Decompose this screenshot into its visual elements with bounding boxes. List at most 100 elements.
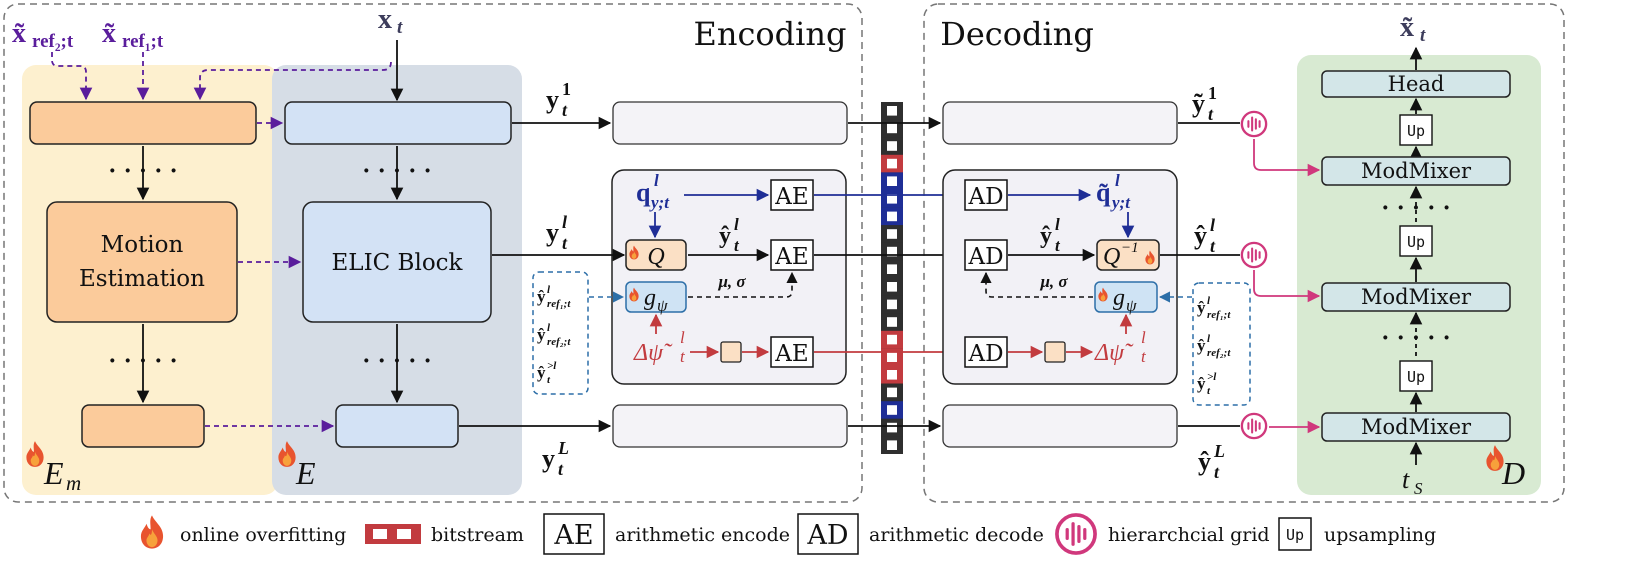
head-box	[1321, 70, 1511, 98]
ae-mid-box	[770, 239, 814, 271]
svg-text:l: l	[680, 328, 685, 347]
ae-bottom-label: AE	[774, 341, 808, 367]
entropy-encoder-block	[611, 169, 847, 385]
legend-hierarchical-grid: hierarchcial grid	[1108, 524, 1270, 546]
up-box-1	[1399, 114, 1433, 146]
x-ref2-label: x̃ ref₂;t	[12, 18, 74, 52]
bitstream-cell-hole	[887, 334, 897, 345]
svg-text:y: y	[542, 444, 555, 473]
decoding-title: Decoding	[940, 15, 1094, 53]
svg-text:t: t	[1208, 104, 1214, 124]
up-box-2	[1399, 225, 1433, 257]
up-label-3: Up	[1407, 368, 1425, 386]
legend-ad-label: AD	[806, 520, 848, 551]
y-hat-L-out-label: ŷ t L	[1198, 441, 1225, 482]
svg-text:x̃: x̃	[102, 18, 116, 49]
g-psi-enc-label: g ψ	[644, 285, 668, 315]
ad-top-label: AD	[967, 184, 1003, 210]
bitstream-cell-hole	[887, 264, 897, 274]
hierarchical-grid-icon	[1240, 412, 1268, 440]
svg-text:t: t	[562, 233, 568, 253]
decoder-dots-upper: · · · · ·	[1382, 195, 1451, 221]
svg-text:g: g	[1113, 285, 1125, 311]
legend-upsampling: upsampling	[1324, 524, 1436, 546]
bitstream-cell-hole	[887, 387, 897, 398]
svg-text:ŷ: ŷ	[1197, 374, 1206, 393]
svg-text:t: t	[1207, 385, 1211, 397]
svg-text:ref₂;t: ref₂;t	[1207, 347, 1231, 359]
svg-text:y: y	[546, 218, 559, 247]
d-label: D	[1501, 455, 1525, 491]
encoding-title: Encoding	[694, 15, 847, 53]
bitstream-cell-hole	[887, 352, 897, 362]
svg-text:t: t	[1141, 347, 1147, 366]
svg-text:ŷ: ŷ	[1197, 298, 1206, 317]
ad-bottom-box	[964, 336, 1008, 368]
svg-text:l: l	[1210, 215, 1215, 235]
encoder-dots-lower: · · · · ·	[363, 348, 432, 374]
svg-text:x̃: x̃	[1400, 12, 1414, 43]
svg-text:t: t	[1210, 236, 1216, 256]
svg-text:q̃: q̃	[1096, 178, 1111, 207]
enc-y1-box	[612, 101, 848, 145]
bitstream-cell-hole	[887, 158, 897, 169]
bitstream-cell-hole	[887, 229, 897, 239]
svg-text:l: l	[654, 171, 659, 190]
x-ref2-arrow	[51, 52, 93, 101]
entropy-decoder-block	[942, 169, 1178, 385]
e-m-label: E m	[43, 455, 81, 495]
hierarchical-grid-icon	[1240, 110, 1268, 138]
svg-text:g: g	[644, 285, 656, 311]
hierarchical-grid-icon	[1055, 513, 1097, 555]
svg-text:l: l	[1207, 295, 1211, 307]
up-label-2: Up	[1407, 233, 1425, 251]
svg-text:y: y	[546, 85, 559, 114]
legend-ad-box	[797, 513, 859, 555]
delta-square-enc	[720, 341, 742, 363]
e-label: E	[295, 455, 316, 491]
svg-text:y;t: y;t	[1110, 193, 1131, 212]
q-enc-label: q y;t l	[636, 171, 670, 212]
ref-context-enc-labels: ŷ ref₁;t l ŷ ref₂;t l ŷ t >l	[537, 284, 571, 386]
svg-text:ŷ: ŷ	[1040, 223, 1052, 249]
svg-text:ŷ: ŷ	[719, 223, 731, 249]
svg-text:t: t	[547, 374, 551, 386]
head-label: Head	[1388, 72, 1445, 96]
svg-text:l: l	[547, 322, 551, 334]
svg-text:m: m	[66, 471, 81, 495]
legend-arithmetic-encode: arithmetic encode	[615, 524, 790, 546]
flame-icon	[140, 515, 164, 549]
svg-text:1: 1	[562, 79, 571, 99]
encoder-top-box	[284, 101, 512, 145]
y-t-L-label: y t L	[542, 438, 569, 479]
svg-text:ŷ: ŷ	[1194, 221, 1207, 250]
ref-context-dec-box	[1192, 282, 1251, 406]
svg-text:>l: >l	[1207, 371, 1217, 383]
svg-text:l: l	[1141, 328, 1146, 347]
svg-text:y;t: y;t	[649, 193, 670, 212]
svg-text:t: t	[562, 100, 568, 120]
elic-block-label: ELIC Block	[332, 250, 464, 276]
y-hat-l-enc-label: ŷ t l	[719, 215, 740, 255]
svg-text:ŷ: ŷ	[1198, 447, 1211, 476]
g-psi-dec-box	[1094, 281, 1158, 313]
svg-text:ŷ: ŷ	[537, 363, 546, 382]
ref-context-dec-labels: ŷ ref₁;t l ŷ ref₂;t l ŷ t >l	[1197, 295, 1231, 397]
bitstream-cell-hole	[887, 141, 897, 151]
Qinv-label: Q −1	[1103, 240, 1139, 270]
svg-text:t: t	[734, 236, 740, 255]
svg-text:E: E	[43, 455, 64, 491]
motion-top-box	[29, 101, 257, 145]
svg-text:ỹ: ỹ	[1192, 89, 1205, 118]
motion-estimation-label-2: Estimation	[79, 266, 205, 292]
bitstream-cell-hole	[887, 194, 897, 204]
bitstream-cell-hole	[887, 317, 897, 327]
x-t-label: x t	[378, 4, 403, 38]
y-hat-l-out-label: ŷ t l	[1194, 215, 1216, 256]
svg-text:l: l	[1207, 333, 1211, 345]
svg-text:−1: −1	[1121, 240, 1139, 256]
motion-estimation-box	[46, 201, 238, 323]
svg-text:l: l	[547, 284, 551, 296]
bitstream-cell-hole	[887, 176, 897, 186]
svg-text:S: S	[1414, 479, 1423, 498]
